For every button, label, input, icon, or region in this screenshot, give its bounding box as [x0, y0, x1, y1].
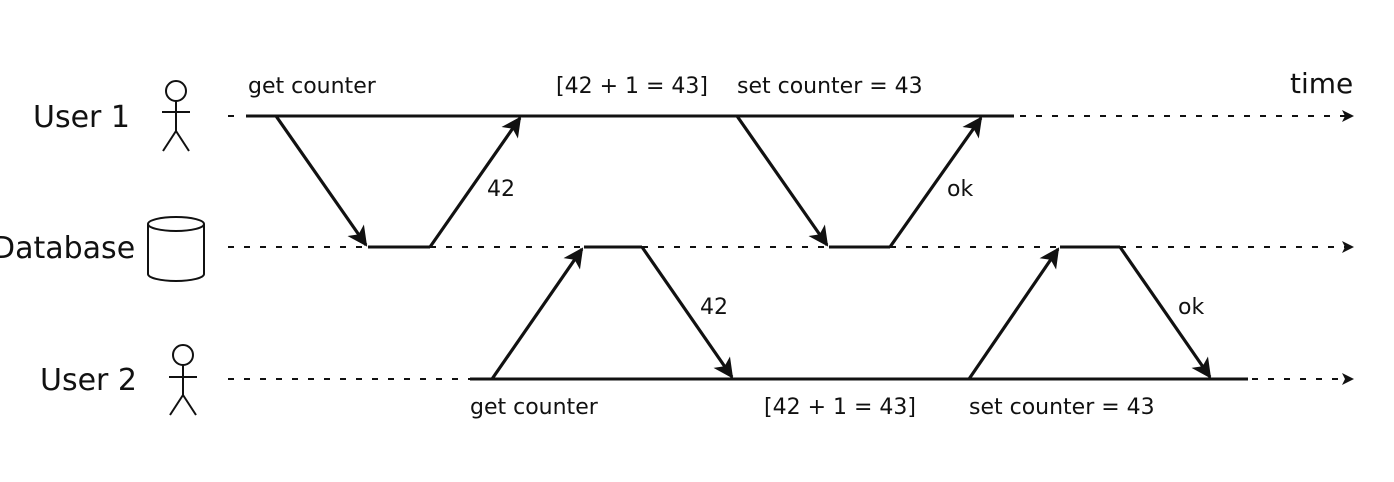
message-user2-set-response: [1118, 246, 1212, 379]
user1-compute-note: [42 + 1 = 43]: [556, 74, 708, 99]
person-icon: [169, 344, 197, 416]
message-user2-get-response: [640, 246, 734, 379]
lane-label-user2: User 2: [40, 363, 137, 398]
message-user2-get-request: [490, 247, 584, 380]
user1-set-note: set counter = 43: [737, 74, 923, 99]
message-user1-set-response: [888, 116, 983, 248]
message-user1-set-request: [735, 115, 829, 247]
message-user1-get-request: [274, 115, 368, 247]
database-cylinder-icon: [147, 216, 205, 282]
user1-get-note: get counter: [248, 74, 377, 99]
lane-label-user1: User 1: [33, 100, 130, 135]
time-axis-label: time: [1290, 67, 1353, 100]
user2-set-note: set counter = 43: [969, 395, 1155, 420]
user2-compute-note: [42 + 1 = 43]: [764, 395, 916, 420]
lane-label-database: Database: [0, 231, 135, 266]
message-user1-get-response: [428, 116, 522, 248]
user1-read-response-label: 42: [487, 177, 515, 202]
person-icon: [162, 80, 190, 152]
message-user2-set-request: [967, 247, 1060, 380]
user2-read-response-label: 42: [700, 295, 728, 320]
user2-get-note: get counter: [470, 395, 599, 420]
user1-write-response-label: ok: [947, 177, 973, 202]
user2-write-response-label: ok: [1178, 295, 1204, 320]
